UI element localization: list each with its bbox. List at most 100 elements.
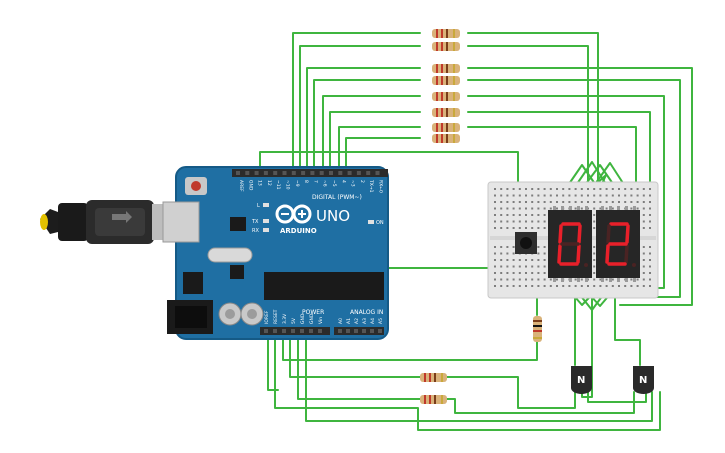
breadboard-hole[interactable] [587, 201, 589, 203]
breadboard-hole[interactable] [605, 194, 608, 197]
breadboard-hole[interactable] [624, 201, 627, 203]
breadboard-hole[interactable] [537, 285, 540, 287]
breadboard-hole[interactable] [506, 265, 509, 268]
breadboard-hole[interactable] [506, 201, 509, 203]
push-button[interactable] [515, 232, 537, 254]
breadboard-hole[interactable] [525, 272, 527, 274]
breadboard-hole[interactable] [500, 194, 503, 197]
breadboard-hole[interactable] [642, 246, 645, 248]
breadboard-hole[interactable] [605, 201, 608, 203]
breadboard-hole[interactable] [506, 278, 509, 281]
breadboard-hole[interactable] [593, 265, 596, 268]
breadboard-hole[interactable] [537, 272, 540, 274]
breadboard-hole[interactable] [537, 259, 540, 261]
breadboard-hole[interactable] [512, 220, 515, 223]
breadboard-hole[interactable] [611, 201, 614, 203]
breadboard-hole[interactable] [500, 214, 503, 216]
breadboard-hole[interactable] [556, 278, 558, 281]
breadboard-hole[interactable] [525, 227, 527, 229]
breadboard-hole[interactable] [512, 201, 515, 203]
breadboard-hole[interactable] [642, 265, 645, 268]
breadboard-hole[interactable] [605, 188, 608, 190]
breadboard-hole[interactable] [494, 259, 496, 261]
header-pin[interactable] [309, 329, 313, 333]
breadboard-hole[interactable] [543, 194, 546, 197]
breadboard-hole[interactable] [525, 220, 527, 223]
breadboard-hole[interactable] [500, 201, 503, 203]
breadboard-hole[interactable] [494, 285, 496, 287]
breadboard-hole[interactable] [593, 246, 596, 248]
wire[interactable] [297, 329, 421, 400]
breadboard-hole[interactable] [593, 252, 596, 255]
breadboard-hole[interactable] [630, 201, 633, 203]
breadboard-hole[interactable] [518, 188, 521, 190]
breadboard-hole[interactable] [506, 194, 509, 197]
breadboard-hole[interactable] [580, 207, 583, 210]
breadboard-hole[interactable] [525, 214, 527, 216]
breadboard-hole[interactable] [649, 201, 651, 203]
breadboard-hole[interactable] [624, 188, 627, 190]
header-pin[interactable] [362, 329, 366, 333]
breadboard-hole[interactable] [649, 246, 651, 248]
breadboard-hole[interactable] [649, 214, 651, 216]
breadboard-hole[interactable] [574, 278, 577, 281]
breadboard-hole[interactable] [618, 188, 620, 190]
breadboard-hole[interactable] [574, 201, 577, 203]
breadboard-hole[interactable] [580, 201, 583, 203]
breadboard-hole[interactable] [649, 194, 651, 197]
breadboard-hole[interactable] [543, 201, 546, 203]
wire[interactable] [587, 391, 647, 403]
breadboard-hole[interactable] [593, 220, 596, 223]
breadboard-hole[interactable] [599, 285, 602, 287]
breadboard-hole[interactable] [618, 285, 620, 287]
breadboard-hole[interactable] [574, 207, 577, 210]
breadboard-hole[interactable] [512, 227, 515, 229]
breadboard-hole[interactable] [624, 285, 627, 287]
breadboard-hole[interactable] [531, 278, 534, 281]
breadboard-hole[interactable] [531, 214, 534, 216]
header-pin[interactable] [273, 171, 278, 175]
breadboard-hole[interactable] [642, 252, 645, 255]
breadboard-hole[interactable] [512, 272, 515, 274]
wire[interactable] [282, 329, 538, 361]
breadboard-hole[interactable] [512, 278, 515, 281]
breadboard-hole[interactable] [531, 227, 534, 229]
breadboard-hole[interactable] [518, 227, 521, 229]
wire[interactable] [614, 281, 641, 366]
breadboard-hole[interactable] [500, 265, 503, 268]
breadboard-hole[interactable] [642, 227, 645, 229]
breadboard-hole[interactable] [580, 285, 583, 287]
breadboard-hole[interactable] [636, 285, 639, 287]
breadboard-hole[interactable] [593, 227, 596, 229]
breadboard-hole[interactable] [636, 188, 639, 190]
breadboard-hole[interactable] [525, 207, 527, 210]
breadboard-hole[interactable] [574, 188, 577, 190]
breadboard-hole[interactable] [599, 188, 602, 190]
breadboard-hole[interactable] [636, 207, 639, 210]
breadboard-hole[interactable] [580, 188, 583, 190]
wire[interactable] [299, 45, 589, 196]
breadboard-hole[interactable] [494, 278, 496, 281]
breadboard-hole[interactable] [556, 201, 558, 203]
seven-segment-display[interactable] [596, 206, 640, 282]
breadboard-hole[interactable] [642, 259, 645, 261]
breadboard-hole[interactable] [556, 285, 558, 287]
breadboard-hole[interactable] [494, 201, 496, 203]
breadboard-hole[interactable] [494, 220, 496, 223]
header-pin[interactable] [236, 171, 240, 175]
breadboard-hole[interactable] [649, 207, 651, 210]
breadboard-hole[interactable] [568, 285, 571, 287]
resistor-7[interactable] [432, 123, 460, 132]
breadboard-hole[interactable] [605, 285, 608, 287]
breadboard-hole[interactable] [630, 285, 633, 287]
breadboard-hole[interactable] [525, 201, 527, 203]
breadboard-hole[interactable] [525, 278, 527, 281]
header-pin[interactable] [254, 171, 259, 175]
breadboard-hole[interactable] [494, 252, 496, 255]
breadboard-hole[interactable] [593, 214, 596, 216]
breadboard-hole[interactable] [562, 285, 565, 287]
wire[interactable] [446, 376, 576, 409]
pulldown-resistor[interactable] [533, 316, 542, 342]
breadboard-hole[interactable] [506, 207, 509, 210]
breadboard-hole[interactable] [494, 246, 496, 248]
